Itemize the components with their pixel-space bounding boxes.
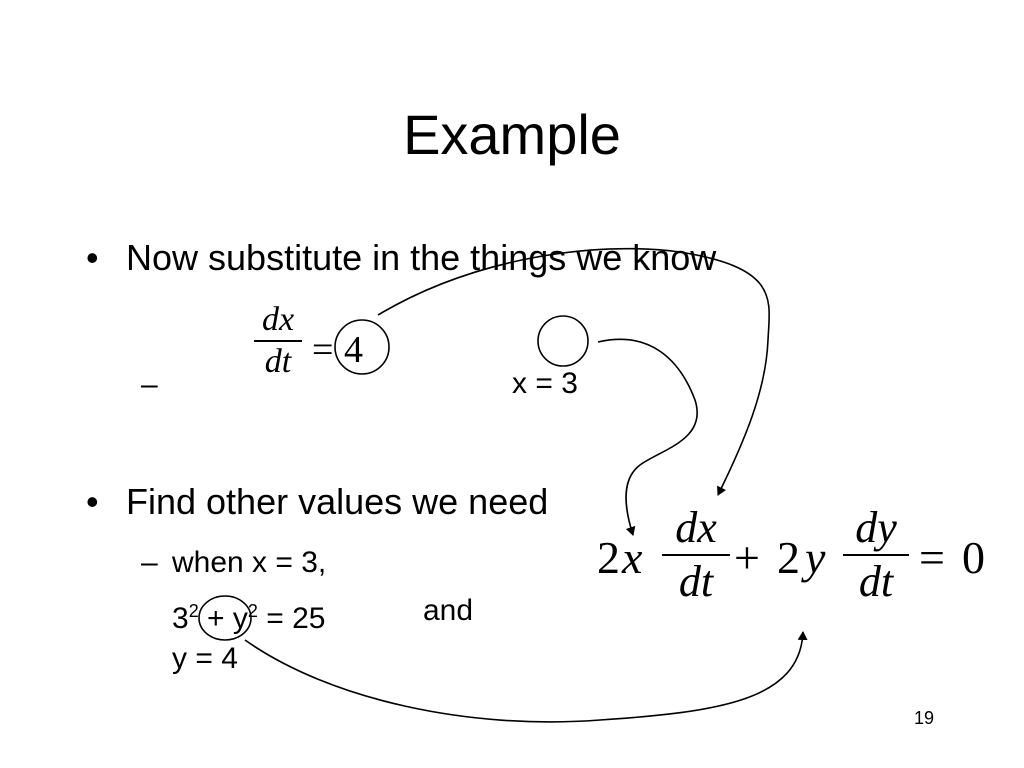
fraction-denominator: dt [264,343,292,380]
plus-y: + y [198,602,248,635]
sub-bullet-dash-1: – [141,368,158,401]
pythagorean-line: 32 + y2 = 25 [172,593,325,637]
bullet-marker-2: • [86,481,99,522]
fraction-bar [254,340,302,342]
equals-25: = 25 [257,602,326,635]
exponent-a: 2 [188,601,199,621]
bullet-marker-1: • [86,237,99,278]
fraction-numerator: dy [855,503,897,552]
circle-around-x-value [537,315,589,367]
fraction-numerator: dx [261,301,295,338]
page-number: 19 [914,708,935,728]
slide-title: Example [403,103,621,166]
fraction-bar [662,554,730,556]
when-x-line: when x = 3, [172,546,327,579]
equation-coef-2: 2 [777,532,800,583]
and-word: and [423,594,474,627]
fraction-bar [843,554,909,556]
equation-fraction-dxdt: dx dt [662,502,730,608]
base-three: 3 [172,602,189,635]
arrow-from-y-to-2y [244,631,808,723]
fraction-denominator: dt [678,557,714,606]
equation-plus: + [734,532,760,583]
bullet-text-1: Now substitute in the things we know [126,237,717,278]
equals-sign: = [312,329,334,371]
x-value: x = 3 [512,367,578,400]
rate-fraction-dxdt: dx dt [254,300,302,382]
fraction-numerator: dx [675,503,717,552]
equation-rhs: 0 [962,532,985,583]
fraction-denominator: dt [858,557,894,606]
sub-bullet-dash-2: – [141,546,158,579]
equation-coef-1: 2 [597,532,620,583]
equation-fraction-dydt: dy dt [843,502,909,608]
bullet-text-2: Find other values we need [126,481,549,522]
y-value-line: y = 4 [172,642,238,675]
equation-var-y: y [805,532,826,583]
exponent-b: 2 [247,601,258,621]
equation-equals: = [919,532,945,583]
rate-value: 4 [344,329,363,371]
equation-var-x: x [622,532,643,583]
